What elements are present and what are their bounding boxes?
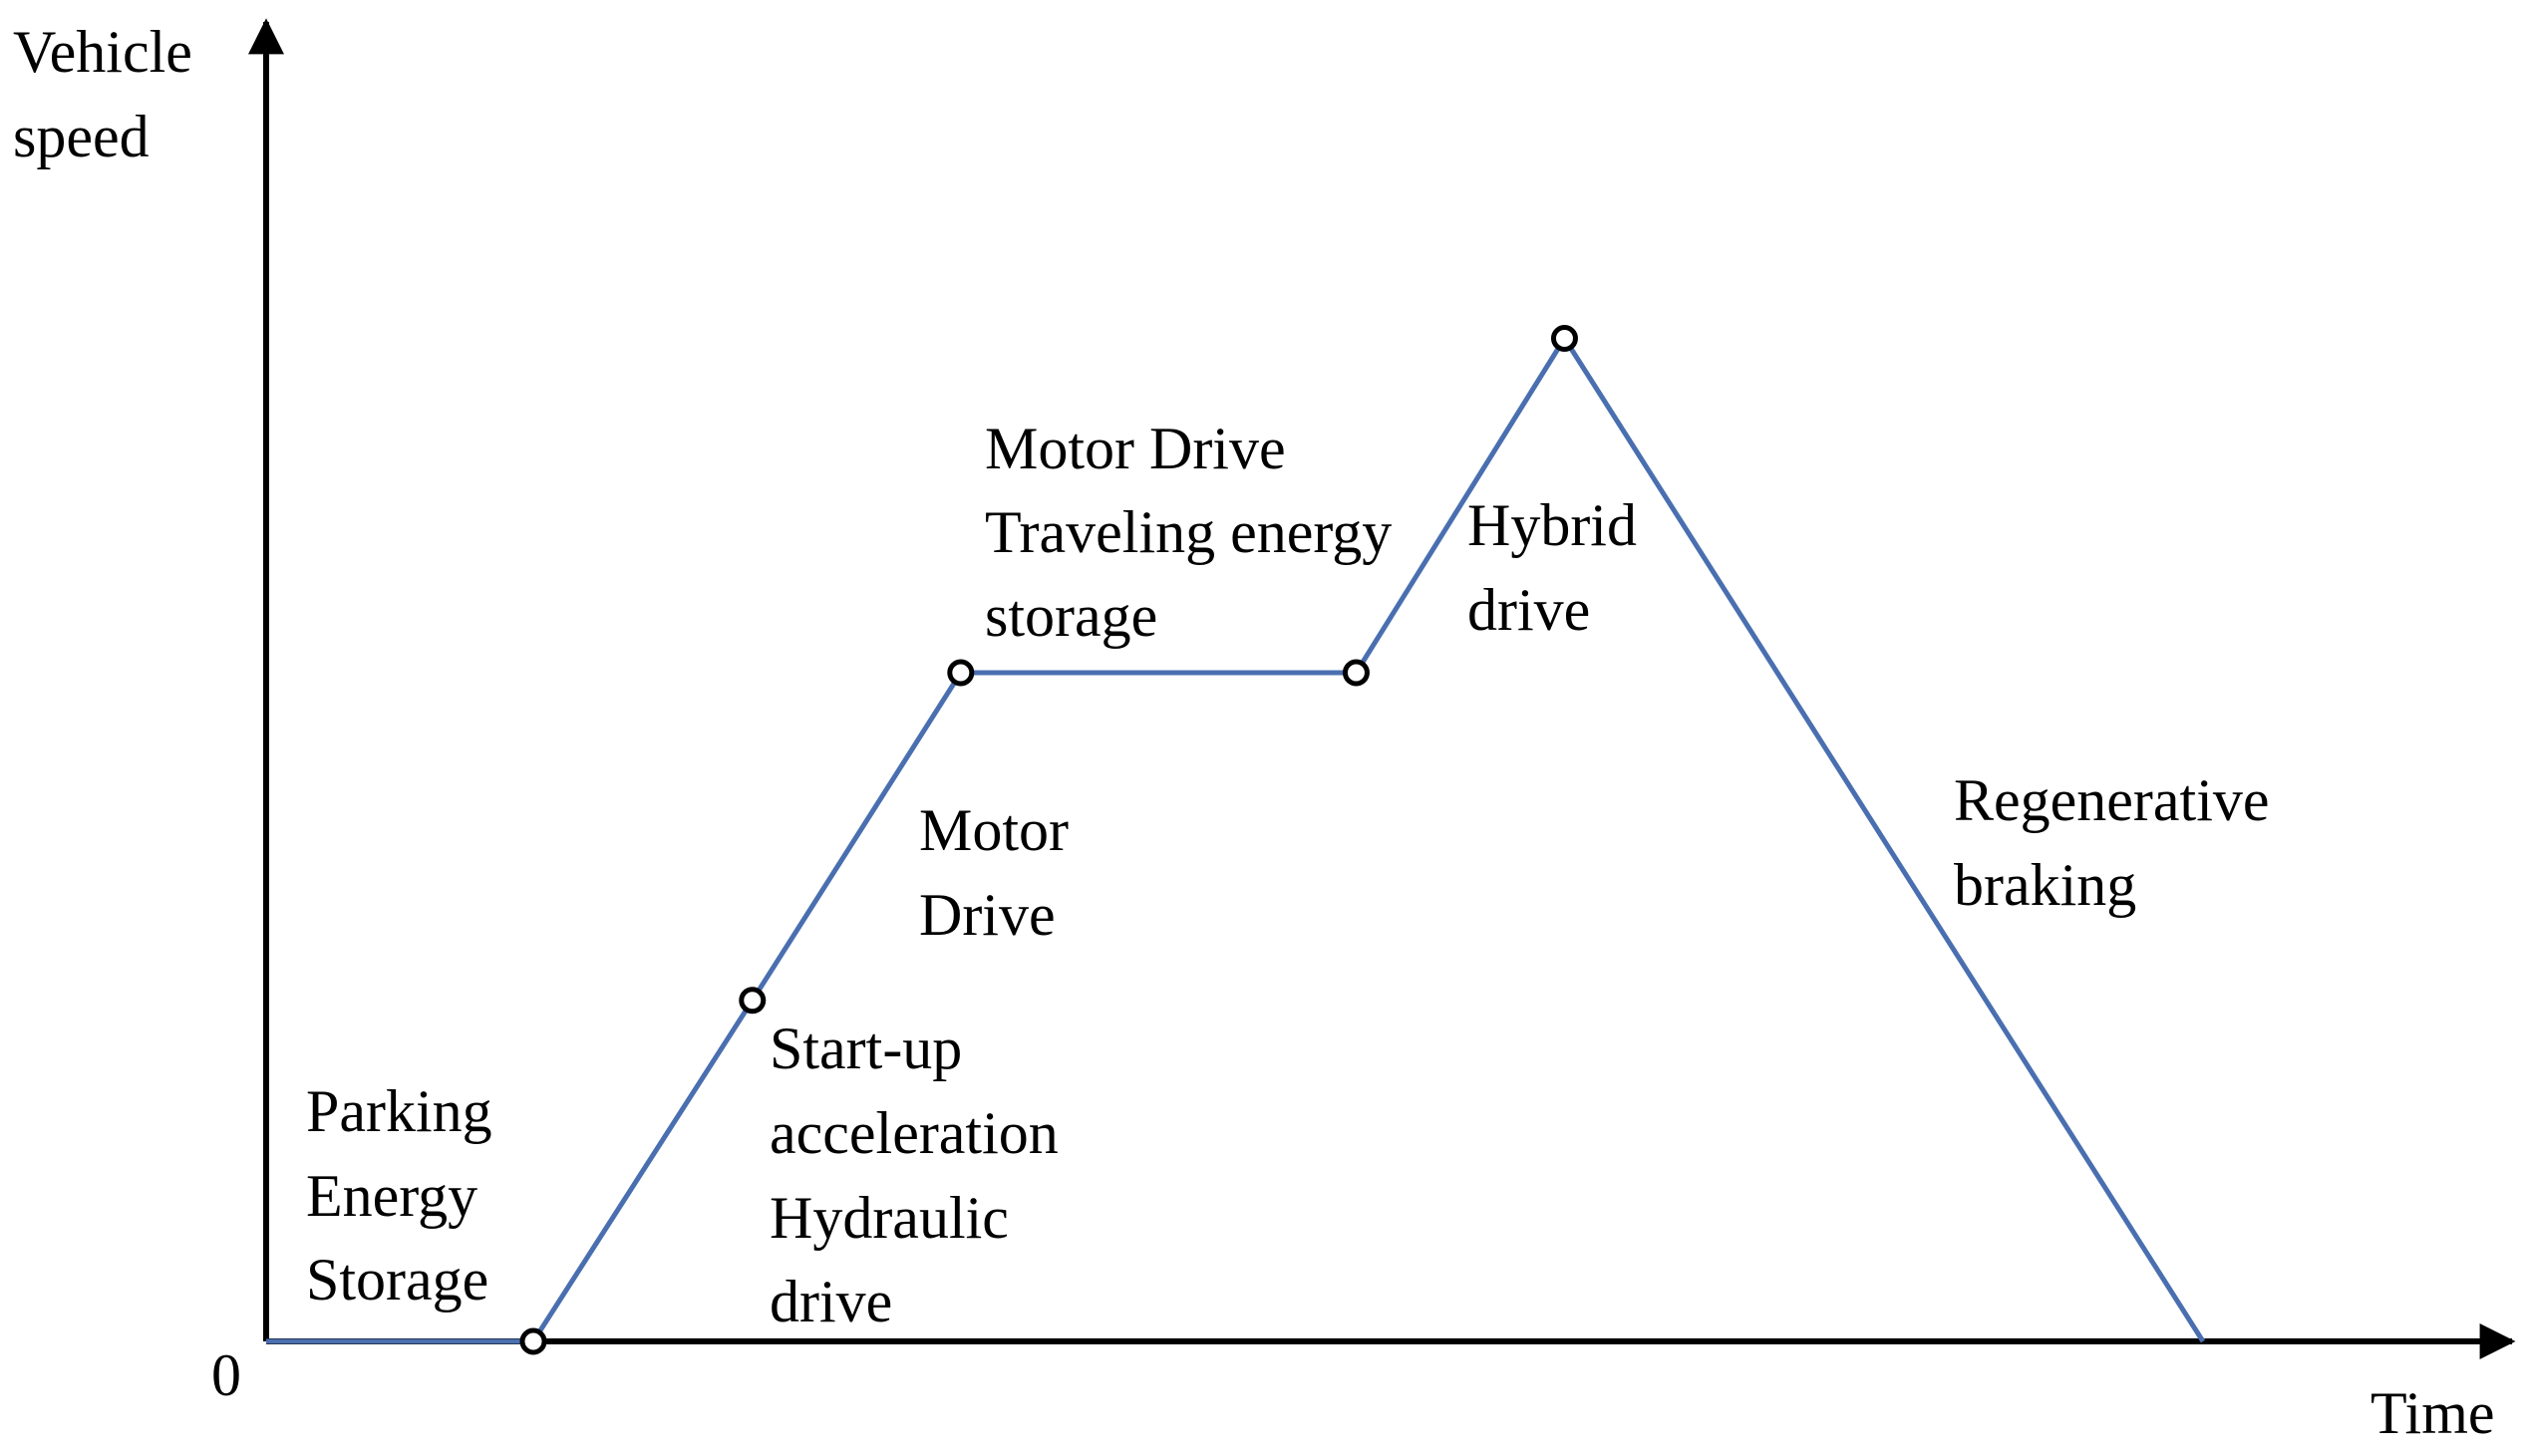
- transition-marker-3: [947, 659, 975, 687]
- x-axis-label: Time: [2370, 1380, 2495, 1446]
- y-axis-label-line-1: Vehicle: [13, 19, 192, 85]
- phase-label-parking: Parking Energy Storage: [306, 1078, 507, 1312]
- phase-label-hybrid: Hybrid drive: [1467, 492, 1652, 643]
- phase-label-regen: Regenerative braking: [1954, 767, 2285, 918]
- y-axis-label: Vehicle speed: [13, 19, 207, 169]
- phase-transition-markers: [519, 325, 1578, 1355]
- origin-label: 0: [211, 1342, 241, 1408]
- phase-label-startup: Start-up acceleration Hydraulic drive: [770, 1016, 1074, 1334]
- phase-label-motor-drive: Motor Drive: [919, 797, 1084, 948]
- transition-marker-4: [1342, 659, 1370, 687]
- transition-marker-5: [1550, 325, 1578, 352]
- speed-curve: [266, 333, 2206, 1344]
- y-axis-label-line-2: speed: [13, 104, 150, 169]
- transition-marker-1: [519, 1327, 547, 1355]
- phase-label-cruise: Motor Drive Traveling energy storage: [985, 416, 1407, 649]
- transition-marker-2: [739, 987, 767, 1015]
